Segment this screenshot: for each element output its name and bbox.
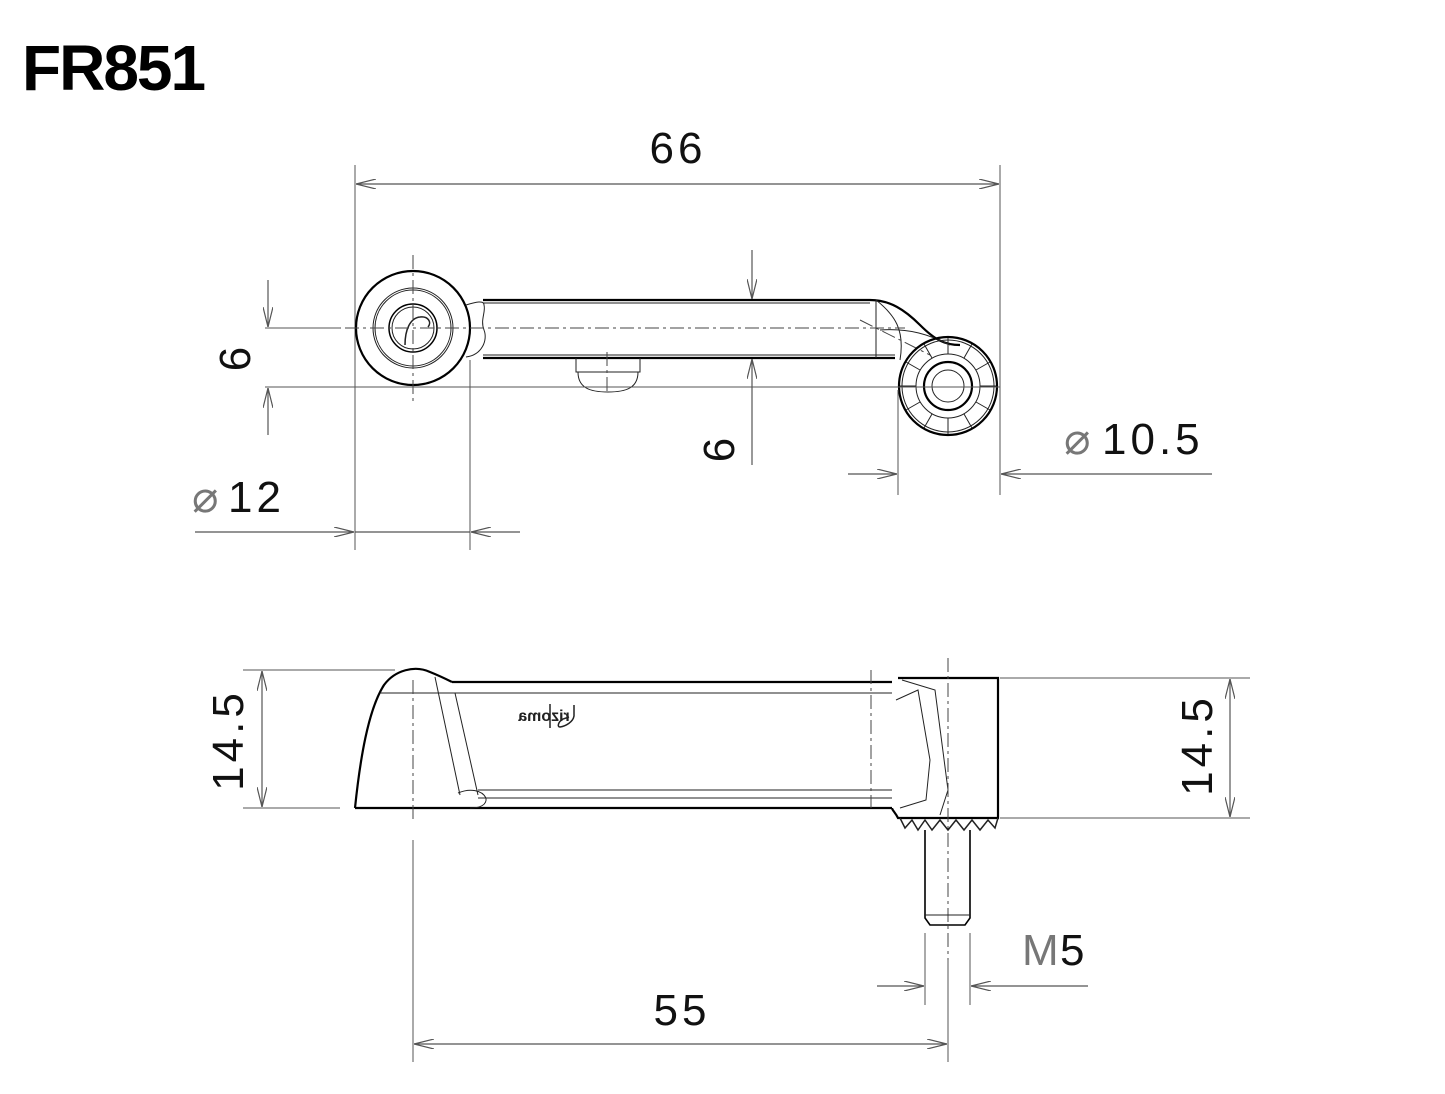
arm-body <box>465 298 961 395</box>
diameter-symbol-right: ⌀ <box>1064 415 1091 464</box>
side-view: rizoma 14.5 14.5 M 5 <box>204 658 1250 1062</box>
dimension-overall-length: 66 <box>650 124 707 173</box>
brand-logo-text: rizoma <box>518 708 570 725</box>
dimension-center-distance: 55 <box>654 986 711 1035</box>
thread-prefix: M <box>1022 926 1059 975</box>
brand-logo-icon <box>557 705 575 728</box>
dimension-right-diameter: 10.5 <box>1102 415 1204 464</box>
dimension-thread-size: 5 <box>1060 926 1088 975</box>
dimension-left-height: 14.5 <box>204 689 253 791</box>
top-view: 66 <box>192 124 1212 550</box>
diameter-symbol-left: ⌀ <box>192 473 219 522</box>
part-number-title: FR851 <box>22 32 205 104</box>
dimension-arm-offset: 6 <box>695 434 744 462</box>
dimension-left-diameter: 12 <box>228 473 285 522</box>
dimension-eye-offset: 6 <box>211 343 260 371</box>
left-eye <box>354 255 472 405</box>
right-eye-knurled <box>897 335 999 437</box>
dimension-right-height: 14.5 <box>1173 694 1222 796</box>
